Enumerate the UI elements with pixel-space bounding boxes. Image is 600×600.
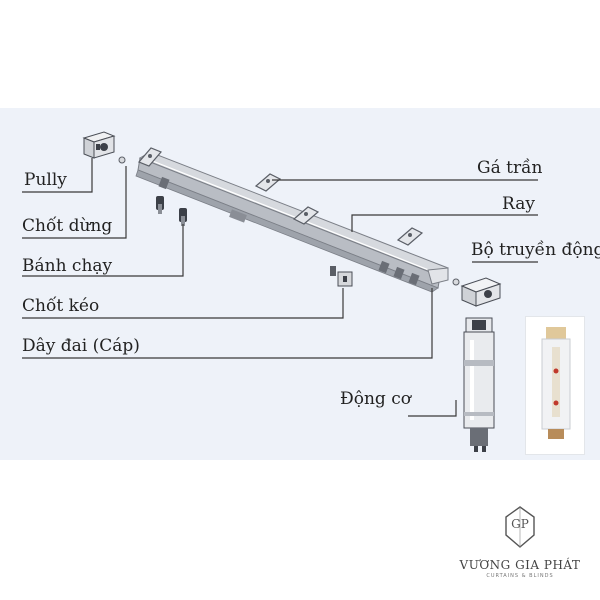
label-bo-truyen-dong: Bộ truyền động [471,240,600,260]
label-banh-chay: Bánh chạy [22,256,113,276]
leader-lines [22,158,538,417]
motor-icon [463,317,495,452]
pulley-block-icon [82,131,126,164]
brand-block: GP VƯƠNG GIA PHÁT CURTAINS & BLINDS [440,505,600,590]
label-day-dai: Dây đai (Cáp) [22,336,140,356]
brand-logo-icon [505,506,535,548]
motor-photo [525,316,585,455]
drive-unit-icon [452,277,502,307]
brand-name: VƯƠNG GIA PHÁT [459,558,581,572]
label-ga-tran: Gá trần [477,158,543,178]
label-chot-keo: Chốt kéo [22,296,100,316]
brand-tagline: CURTAINS & BLINDS [486,573,554,579]
brand-logo-letters: GP [511,517,529,531]
label-dong-co: Động cơ [340,389,411,409]
pull-pin-icon [330,266,353,287]
running-wheel-icon [156,196,187,226]
ceiling-bracket-icon [137,147,424,246]
label-ray: Ray [502,194,535,214]
motor-photo-icon [541,327,571,439]
label-pully: Pully [24,170,67,190]
rail-track [135,151,449,293]
label-chot-dung: Chốt dừng [22,216,113,236]
